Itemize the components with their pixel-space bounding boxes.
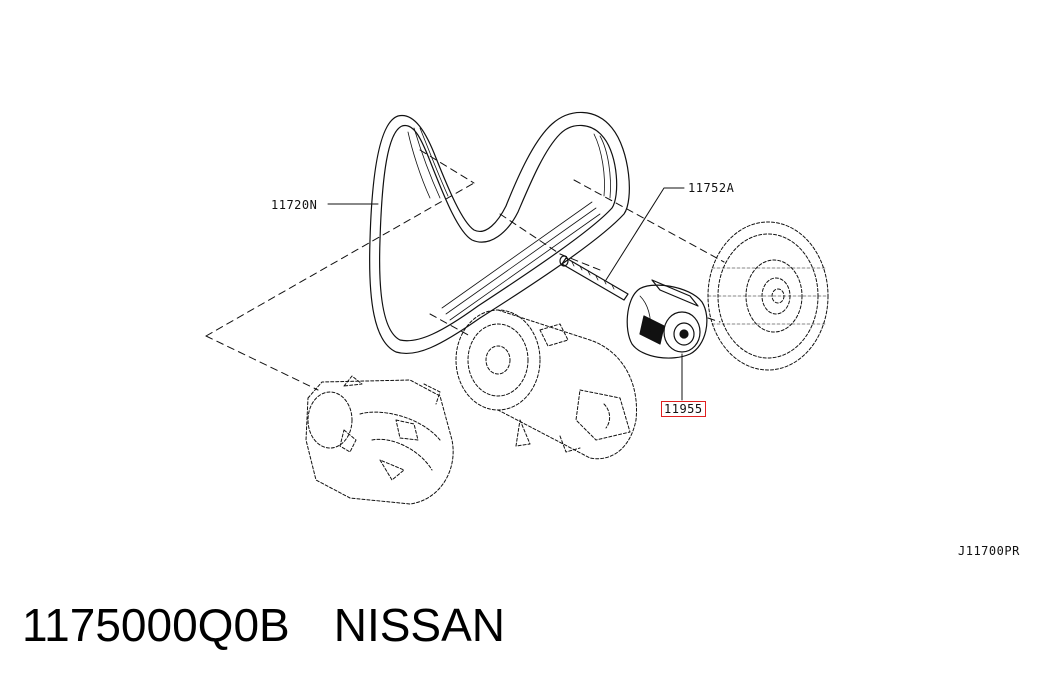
callout-tensioner-part-code-highlighted[interactable]: 11955 xyxy=(661,401,706,417)
part-number: 1175000Q0B xyxy=(22,599,290,651)
callout-belt-part-code: 11720N xyxy=(271,198,318,212)
crankshaft-pulley xyxy=(707,221,829,371)
alignment-lines xyxy=(205,149,725,391)
tensioner-bolt xyxy=(559,255,629,301)
ac-compressor xyxy=(455,309,638,460)
parts-exploded-diagram xyxy=(205,111,829,505)
belt-tensioner xyxy=(626,279,708,359)
part-caption: 1175000Q0B NISSAN xyxy=(22,598,505,652)
alternator xyxy=(305,375,454,505)
drive-belt xyxy=(369,111,630,355)
brand-name: NISSAN xyxy=(333,599,505,651)
drawing-reference-code: J11700PR xyxy=(958,544,1020,558)
callout-bolt-part-code: 11752A xyxy=(688,181,735,195)
